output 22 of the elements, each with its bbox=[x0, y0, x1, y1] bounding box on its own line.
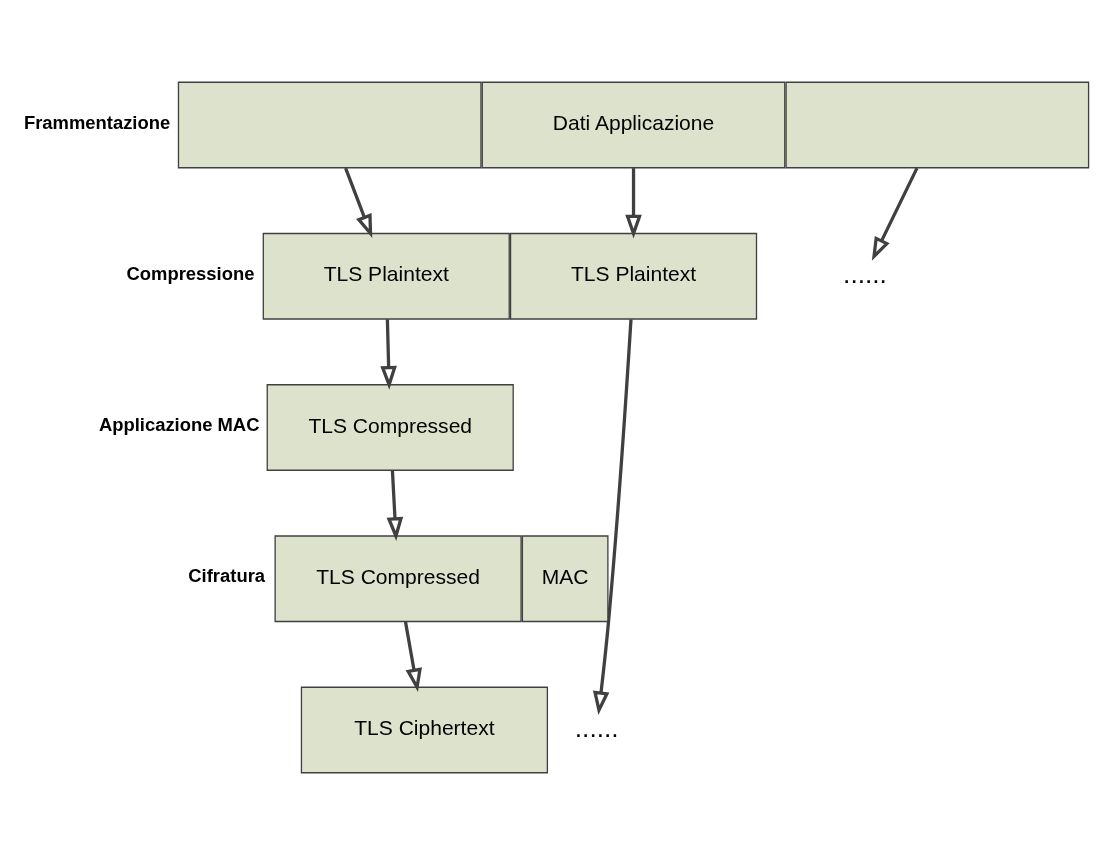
arrow bbox=[625, 167, 642, 238]
node-box: TLS Compressed bbox=[266, 383, 514, 471]
node-box: Dati Applicazione bbox=[481, 81, 786, 168]
arrow bbox=[344, 167, 373, 238]
arrow bbox=[403, 621, 422, 692]
arrow bbox=[380, 318, 397, 390]
node-box: MAC bbox=[521, 534, 609, 622]
node-box bbox=[177, 81, 482, 168]
label: Compressione bbox=[126, 262, 255, 284]
node-text: ...... bbox=[574, 712, 619, 743]
label: Applicazione MAC bbox=[98, 413, 260, 435]
arrow bbox=[592, 318, 633, 715]
node-box: TLS Compressed bbox=[274, 534, 522, 622]
arrow bbox=[871, 166, 919, 261]
label: Frammentazione bbox=[23, 111, 171, 133]
node-box bbox=[785, 81, 1090, 168]
label: Cifratura bbox=[188, 564, 266, 586]
node-box: TLS Plaintext bbox=[509, 232, 758, 320]
node-box: TLS Plaintext bbox=[262, 232, 510, 320]
node-box: TLS Ciphertext bbox=[300, 686, 549, 773]
arrow bbox=[386, 470, 404, 541]
node-text: ...... bbox=[843, 258, 887, 289]
